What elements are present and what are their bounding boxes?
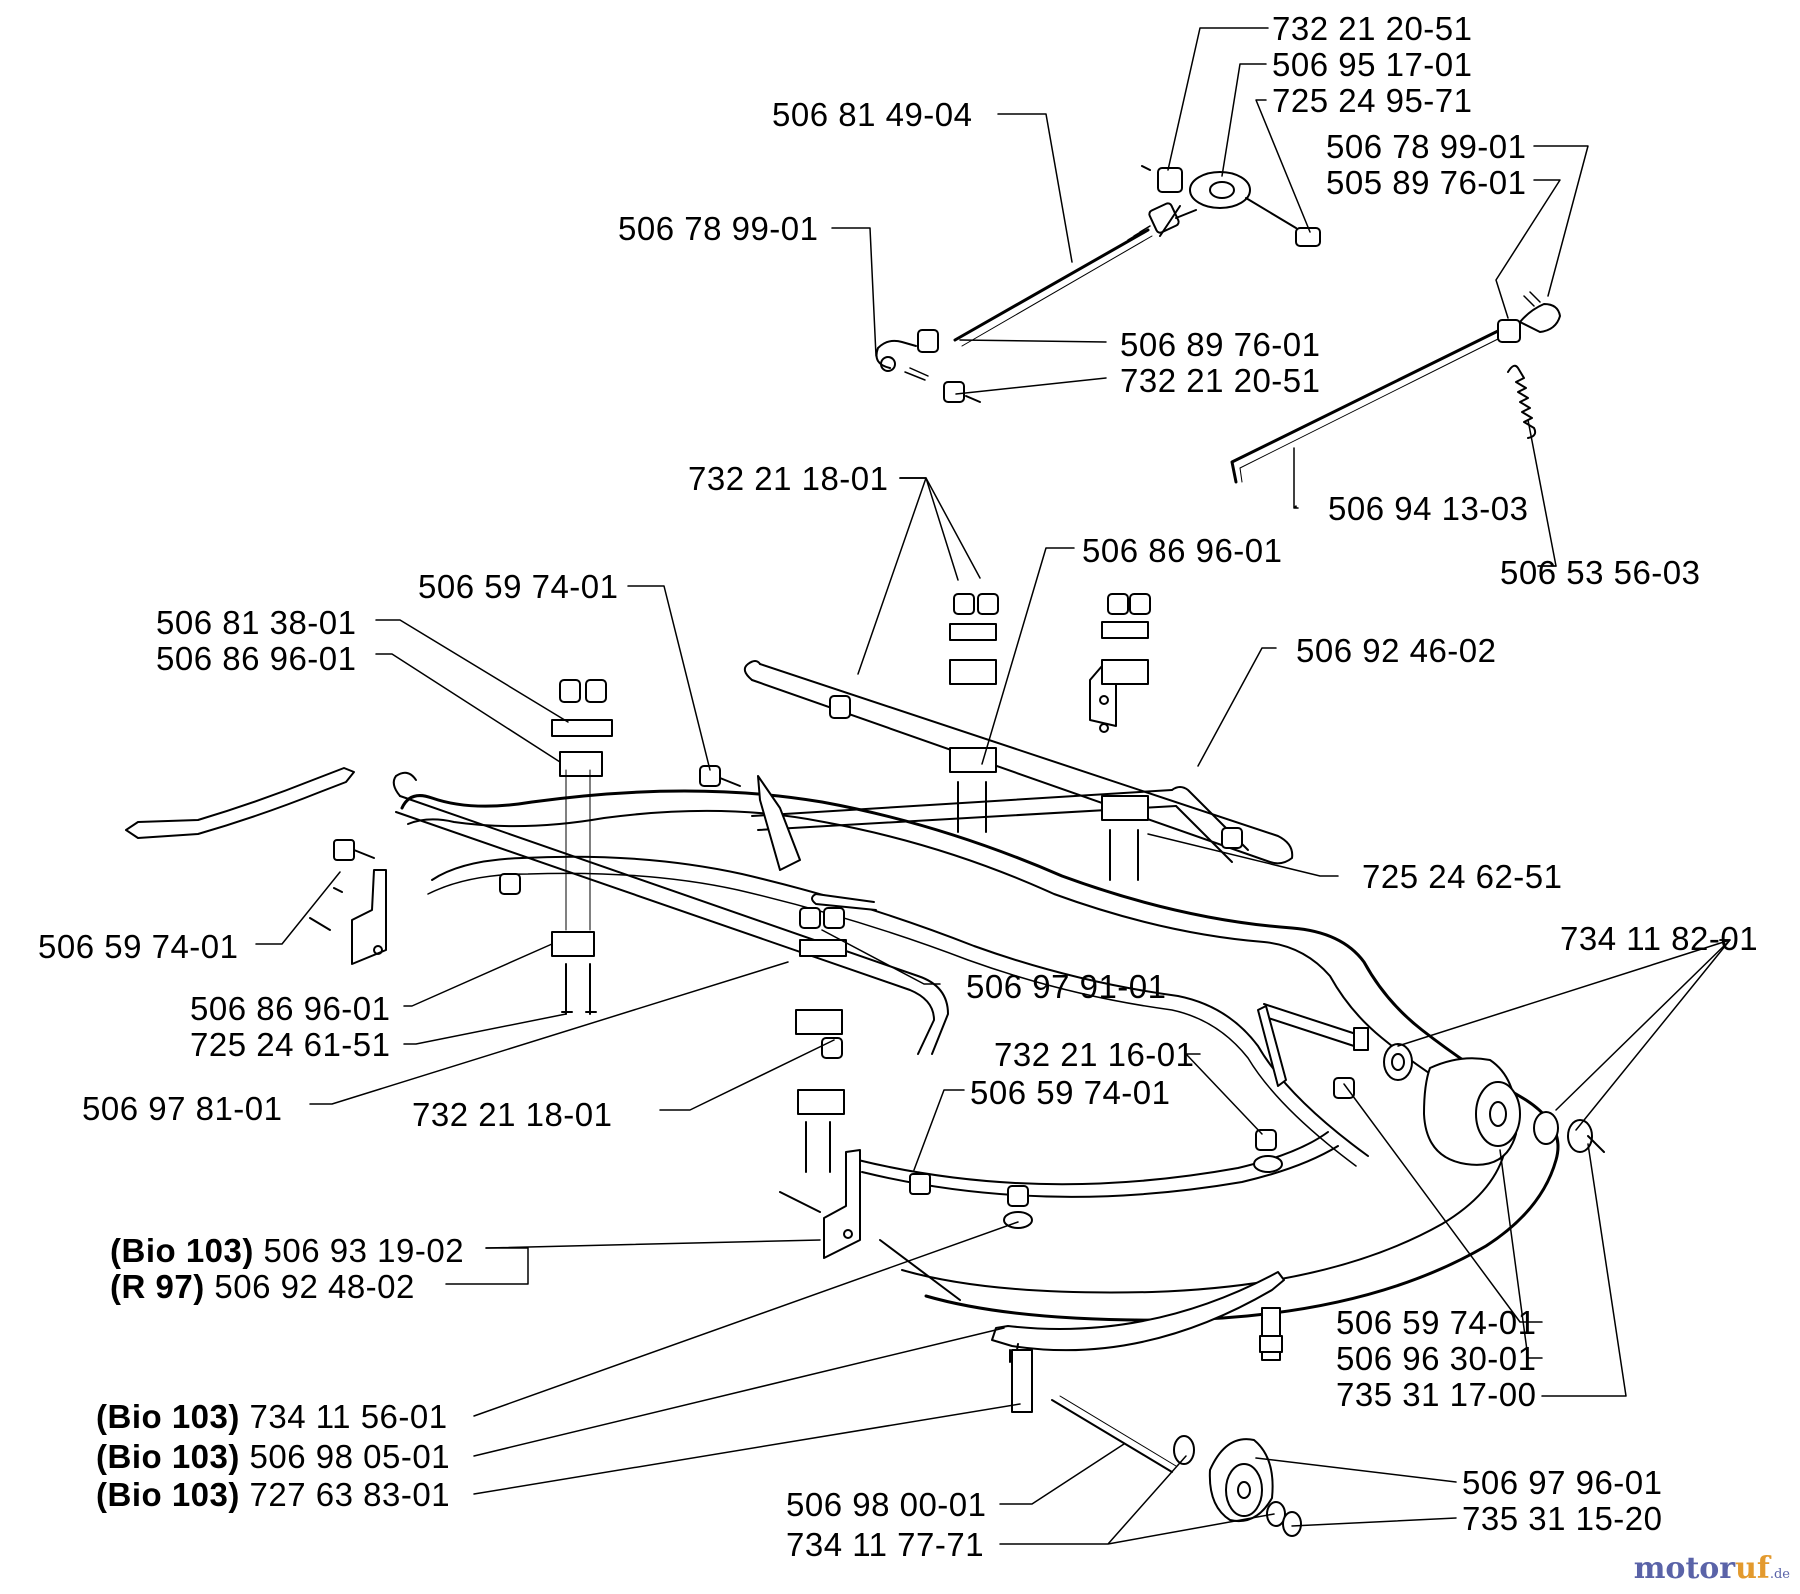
part-label: 506 59 74-01: [418, 568, 619, 605]
part-label: 506 89 76-01: [1120, 326, 1321, 363]
part-label: 725 24 61-51: [190, 1026, 391, 1063]
part-label: 505 89 76-01: [1326, 164, 1527, 201]
part-label: 506 78 99-01: [618, 210, 819, 247]
part-label: 725 24 95-71: [1272, 82, 1473, 119]
part-label: 506 98 00-01: [786, 1486, 987, 1523]
part-label-bio103: (Bio 103) 506 93 19-02: [110, 1234, 464, 1267]
part-label: 506 78 99-01: [1326, 128, 1527, 165]
part-label: 506 59 74-01: [970, 1074, 1171, 1111]
part-label: 725 24 62-51: [1362, 858, 1563, 895]
clamp-assembly-center: [949, 593, 999, 833]
variant-prefix: (R 97): [110, 1268, 205, 1305]
part-label: 506 59 74-01: [1336, 1304, 1537, 1341]
clamp-assembly-left: [551, 679, 613, 1015]
part-label: 506 97 91-01: [966, 968, 1167, 1005]
front-wheel: [1051, 1395, 1302, 1537]
part-number: 506 98 05-01: [249, 1438, 451, 1475]
part-label: 734 11 77-71: [786, 1526, 985, 1563]
part-label: 506 94 13-03: [1328, 490, 1529, 527]
ball-joint-left: [875, 329, 981, 403]
part-label: 506 59 74-01: [38, 928, 239, 965]
part-label-bio103: (Bio 103) 727 63 83-01: [96, 1478, 450, 1511]
part-label-bio103: (Bio 103) 506 98 05-01: [96, 1440, 450, 1473]
part-label-bio103: (Bio 103) 734 11 56-01: [96, 1400, 448, 1433]
part-label: 506 53 56-03: [1500, 554, 1701, 591]
part-label: 506 92 46-02: [1296, 632, 1497, 669]
part-label-r97: (R 97) 506 92 48-02: [110, 1270, 415, 1303]
part-label: 732 21 20-51: [1120, 362, 1321, 399]
part-label: 506 81 38-01: [156, 604, 357, 641]
part-label: 506 97 96-01: [1462, 1464, 1663, 1501]
front-bracket: [779, 1149, 961, 1301]
left-bracket: [125, 767, 387, 965]
cutter-deck-frame: [400, 786, 1560, 1322]
part-label: 506 97 81-01: [82, 1090, 283, 1127]
part-label: 734 11 82-01: [1560, 920, 1759, 957]
part-label: 506 86 96-01: [156, 640, 357, 677]
clamp-assembly-right: [1101, 593, 1151, 881]
part-label: 506 81 49-04: [772, 96, 973, 133]
front-bar: [392, 771, 949, 1055]
part-label: 732 21 18-01: [412, 1096, 613, 1133]
linkage-rod-right: [1230, 291, 1561, 484]
part-number: 506 92 48-02: [214, 1268, 415, 1305]
variant-prefix: (Bio 103): [96, 1438, 240, 1475]
leader-lines: [255, 27, 1731, 1545]
tension-spring: [1507, 364, 1537, 439]
linkage-rod-upper: [953, 165, 1321, 347]
variant-prefix: (Bio 103): [96, 1476, 240, 1513]
part-label: 735 31 15-20: [1462, 1500, 1663, 1537]
rear-roller: [1261, 1003, 1605, 1166]
skid-plate: [991, 1271, 1285, 1413]
motoruf-watermark-logo: motoruf.de: [1633, 1551, 1790, 1586]
variant-prefix: (Bio 103): [110, 1232, 254, 1269]
variant-prefix: (Bio 103): [96, 1398, 240, 1435]
part-label: 732 21 16-01: [994, 1036, 1195, 1073]
rear-bar-506-92-46-02: [743, 660, 1294, 865]
clamp-assembly-front: [795, 907, 847, 1173]
part-label: 506 86 96-01: [1082, 532, 1283, 569]
part-label: 735 31 17-00: [1336, 1376, 1537, 1413]
part-label: 506 95 17-01: [1272, 46, 1473, 83]
part-number: 727 63 83-01: [249, 1476, 451, 1513]
part-number: 506 93 19-02: [263, 1232, 465, 1269]
part-label: 732 21 18-01: [688, 460, 889, 497]
part-label: 732 21 20-51: [1272, 10, 1473, 47]
hardware-misc: [499, 695, 1287, 1229]
part-label: 506 96 30-01: [1336, 1340, 1537, 1377]
part-label: 506 86 96-01: [190, 990, 391, 1027]
part-number: 734 11 56-01: [249, 1398, 448, 1435]
